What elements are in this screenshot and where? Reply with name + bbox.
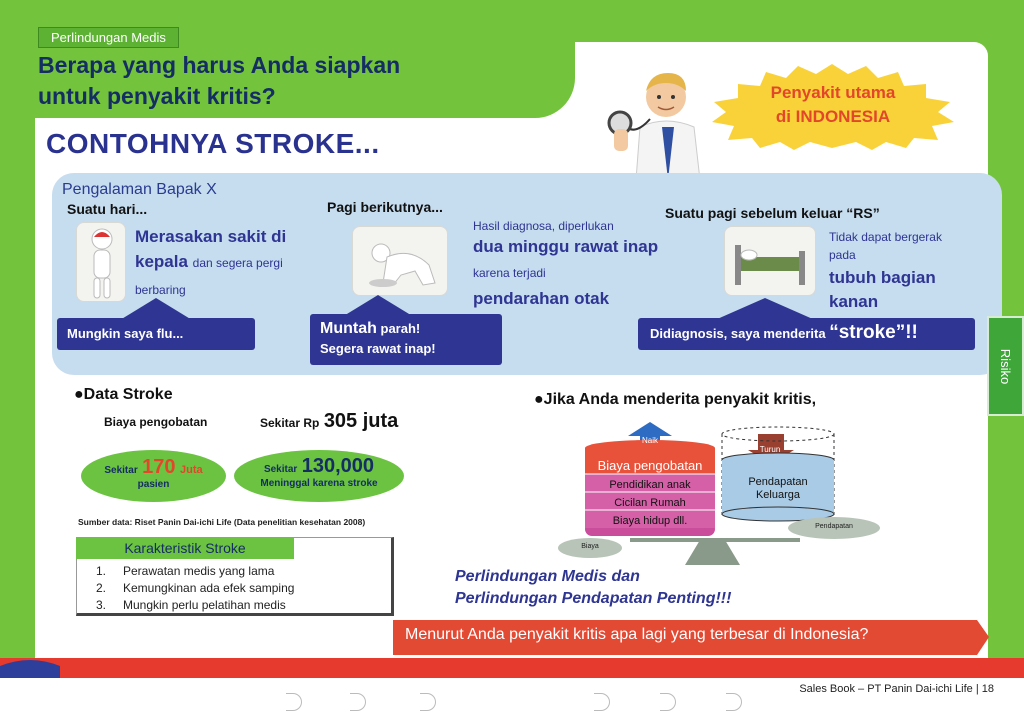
characteristic-text-1: Perawatan medis yang lama: [123, 564, 275, 578]
deaths-sub: Meninggal karena stroke: [260, 478, 378, 489]
burst-text: Penyakit utama di INDONESIA: [748, 81, 918, 129]
step2-illustration: [352, 226, 448, 296]
step1-text-bold: Merasakan sakit di kepala: [135, 227, 287, 271]
headache-figure-icon: [91, 228, 113, 299]
risiko-tab-text: Risiko: [998, 348, 1013, 384]
critical-heading: ●Jika Anda menderita penyakit kritis,: [534, 391, 817, 408]
burst-line2: di INDONESIA: [775, 107, 891, 126]
cost-value: 305 juta: [323, 410, 399, 432]
patients-prefix: Sekitar: [104, 465, 138, 476]
pendapatan-tag: Pendapatan: [815, 523, 853, 530]
patients-line: Sekitar 170 Juta: [81, 456, 226, 479]
cost-prefix: Sekitar Rp: [260, 416, 320, 430]
step2-text: Hasil diagnosa, diperlukan dua minggu ra…: [473, 218, 663, 311]
characteristic-text-2: Kemungkinan ada efek samping: [123, 581, 295, 595]
step2-callout-small: parah!: [380, 321, 421, 336]
step3-illustration: [724, 226, 816, 296]
deaths-line: Sekitar 130,000: [234, 455, 404, 478]
step3-callout-small: Didiagnosis, saya menderita: [650, 326, 826, 341]
naik-label: Naik: [641, 436, 658, 445]
characteristic-num-1: 1.: [96, 564, 107, 578]
binder-ring: [660, 693, 676, 711]
step3-callout: Didiagnosis, saya menderita “stroke”!!: [638, 318, 975, 350]
step2-callout-pointer: [342, 295, 414, 317]
cost-figure: Sekitar Rp 305 juta: [260, 410, 398, 433]
step2-heading: Pagi berikutnya...: [327, 199, 443, 215]
step3-callout-pointer: [715, 298, 815, 320]
protection-message: Perlindungan Medis dan Perlindungan Pend…: [455, 566, 815, 610]
biaya-tag: Biaya: [581, 543, 599, 550]
binder-ring: [726, 693, 742, 711]
deaths-value: 130,000: [301, 455, 375, 477]
risiko-tab-label: Risiko: [987, 316, 1024, 416]
content-card-extension: [35, 118, 575, 158]
data-source: Sumber data: Riset Panin Dai-ichi Life (…: [78, 517, 366, 527]
binder-ring: [420, 693, 436, 711]
protection-message-line1: Perlindungan Medis dan: [455, 568, 640, 585]
turun-label: Turun: [759, 445, 781, 454]
characteristic-num-3: 3.: [96, 598, 107, 612]
bottom-stripe: [0, 658, 1024, 678]
patients-unit: Juta: [180, 464, 203, 476]
step3-text-bold: tubuh bagian kanan: [829, 268, 936, 311]
step2-callout-line2: Segera rawat inap!: [320, 341, 436, 356]
left-layer-1: Biaya pengobatan: [597, 458, 703, 473]
step1-callout: Mungkin saya flu...: [57, 318, 255, 350]
binder-ring: [350, 693, 366, 711]
step2-callout: Muntah parah! Segera rawat inap!: [310, 314, 502, 365]
characteristic-num-2: 2.: [96, 581, 107, 595]
step1-text: Merasakan sakit di kepala dan segera per…: [135, 224, 300, 303]
step1-heading: Suatu hari...: [67, 201, 148, 217]
left-layer-3: Cicilan Rumah: [614, 497, 686, 509]
vomiting-figure-icon: [369, 243, 436, 287]
step2-text-small2: karena terjadi: [473, 266, 546, 280]
step3-text-small: Tidak dapat bergerak pada: [829, 230, 942, 262]
characteristic-text-3: Mungkin perlu pelatihan medis: [123, 598, 286, 612]
step2-text-bold1: dua minggu rawat inap: [473, 237, 659, 256]
story-intro: Pengalaman Bapak X: [62, 181, 217, 198]
patients-oval: Sekitar 170 Juta pasien: [81, 450, 226, 502]
step2-callout-bold: Muntah: [320, 320, 377, 337]
step1-text-small: dan segera pergi berbaring: [135, 256, 283, 297]
right-label: Pendapatan Keluarga: [748, 476, 808, 501]
deaths-oval: Sekitar 130,000 Meninggal karena stroke: [234, 450, 404, 502]
step2-text-small1: Hasil diagnosa, diperlukan: [473, 219, 614, 233]
page-footer: Sales Book – PT Panin Dai-ichi Life | 18: [799, 683, 994, 695]
step1-callout-pointer: [120, 298, 192, 320]
main-title: CONTOHNYA STROKE...: [46, 128, 380, 159]
characteristics-title: Karakteristik Stroke: [76, 537, 294, 559]
cost-label: Biaya pengobatan: [104, 415, 208, 429]
step3-text: Tidak dapat bergerak pada tubuh bagian k…: [829, 228, 969, 314]
question-banner: [393, 620, 989, 655]
deaths-prefix: Sekitar: [263, 464, 298, 475]
question-text: Menurut Anda penyakit kritis apa lagi ya…: [405, 626, 869, 643]
step1-illustration: [76, 222, 126, 302]
page-headline: Berapa yang harus Anda siapkan untuk pen…: [38, 52, 401, 109]
up-arrow-icon: [628, 422, 672, 446]
patients-value: 170: [142, 456, 176, 478]
patients-sub: pasien: [137, 479, 170, 490]
burst-line1: Penyakit utama: [770, 83, 896, 102]
data-stroke-heading: ●Data Stroke: [74, 386, 173, 403]
doctor-illustration: [607, 73, 701, 180]
binder-ring: [286, 693, 302, 711]
protection-message-line2: Perlindungan Pendapatan Penting!!!: [455, 590, 732, 607]
step3-callout-big: “stroke”!!: [829, 322, 918, 343]
binder-ring: [594, 693, 610, 711]
burst-badge: [712, 64, 954, 150]
header-green-area: [35, 42, 575, 118]
step2-callout-line1: Muntah parah!: [320, 319, 492, 339]
topic-tag: Perlindungan Medis: [38, 27, 179, 48]
step2-text-bold2: pendarahan otak: [473, 289, 610, 308]
step2-text-line: dua minggu rawat inap karena terjadi: [473, 234, 663, 286]
left-layer-4: Biaya hidup dll.: [612, 515, 688, 527]
step3-heading: Suatu pagi sebelum keluar “RS”: [665, 205, 880, 221]
balance-diagram: [558, 422, 880, 565]
risiko-tab[interactable]: [987, 316, 1024, 416]
hospital-bed-icon: [735, 245, 805, 285]
left-layer-2: Pendidikan anak: [609, 479, 691, 491]
